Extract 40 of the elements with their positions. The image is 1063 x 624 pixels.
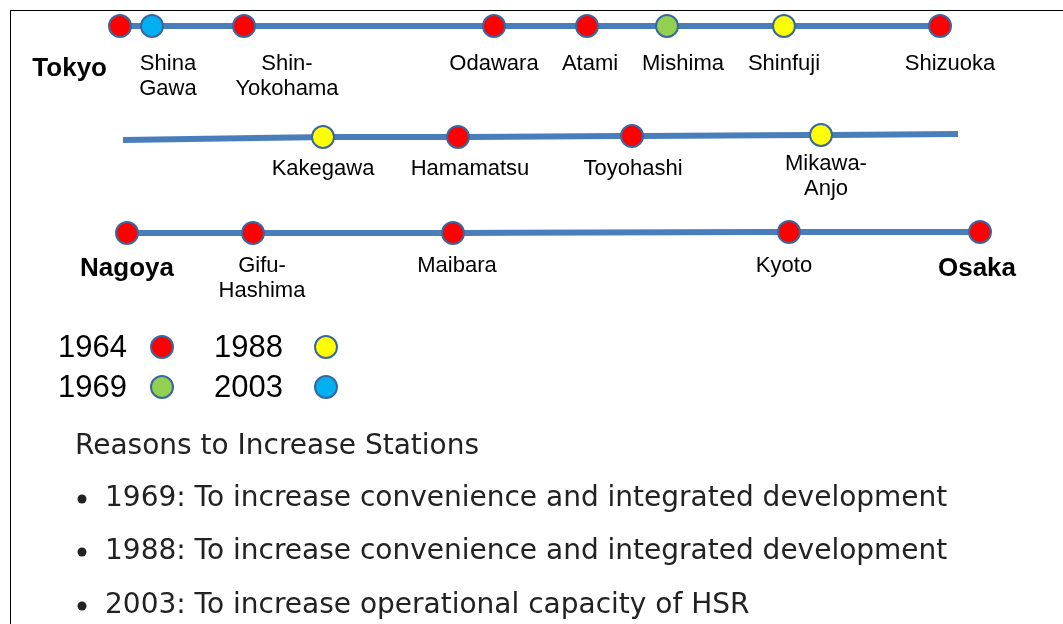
rail-line [643, 132, 810, 139]
terminal-name: Tokyo [31, 52, 107, 82]
legend-label: 1964 [58, 330, 127, 364]
rail-line [598, 23, 656, 29]
station-name: Kyoto [754, 252, 814, 277]
station-name: Mishima [641, 50, 725, 75]
rail-line [795, 23, 929, 29]
station-name: Shina Gawa [138, 50, 198, 100]
station-name: Toyohashi [582, 155, 684, 180]
station-name: Shin- Yokohama [234, 50, 340, 100]
rail-line [800, 229, 969, 235]
rail-line [163, 23, 233, 29]
station-name: Shizuoka [903, 50, 997, 75]
rail-line [138, 230, 242, 236]
rail-line [505, 23, 576, 29]
station-name: Mikawa- Anjo [784, 150, 868, 200]
bullet-text: 1969: To increase convenience and integrated development [105, 480, 948, 514]
bullet-text: 2003: To increase operational capacity of HSR [105, 587, 750, 621]
station-name: Hamamatsu [409, 155, 531, 180]
rail-line [678, 23, 773, 29]
rail-line [334, 134, 447, 140]
rail-line [264, 230, 442, 236]
station-name: Gifu- Hashima [217, 252, 307, 302]
rail-line [831, 131, 959, 138]
rail-line [468, 133, 622, 140]
legend-label: 1969 [58, 370, 127, 404]
bullet-text: 1988: To increase convenience and integrated development [105, 533, 948, 567]
terminal-name: Osaka [936, 252, 1018, 282]
rail-line [464, 229, 778, 236]
station-name: Maibara [416, 252, 498, 277]
station-name: Kakegawa [270, 155, 376, 180]
station-name: Shinfuji [746, 50, 822, 75]
legend-label: 2003 [214, 370, 283, 404]
legend-label: 1988 [214, 330, 283, 364]
station-name: Odawara [448, 50, 540, 75]
rail-line [255, 23, 483, 29]
rail-line [122, 134, 313, 143]
terminal-name: Nagoya [79, 252, 175, 282]
list-heading: Reasons to Increase Stations [75, 428, 480, 462]
station-name: Atami [560, 50, 620, 75]
